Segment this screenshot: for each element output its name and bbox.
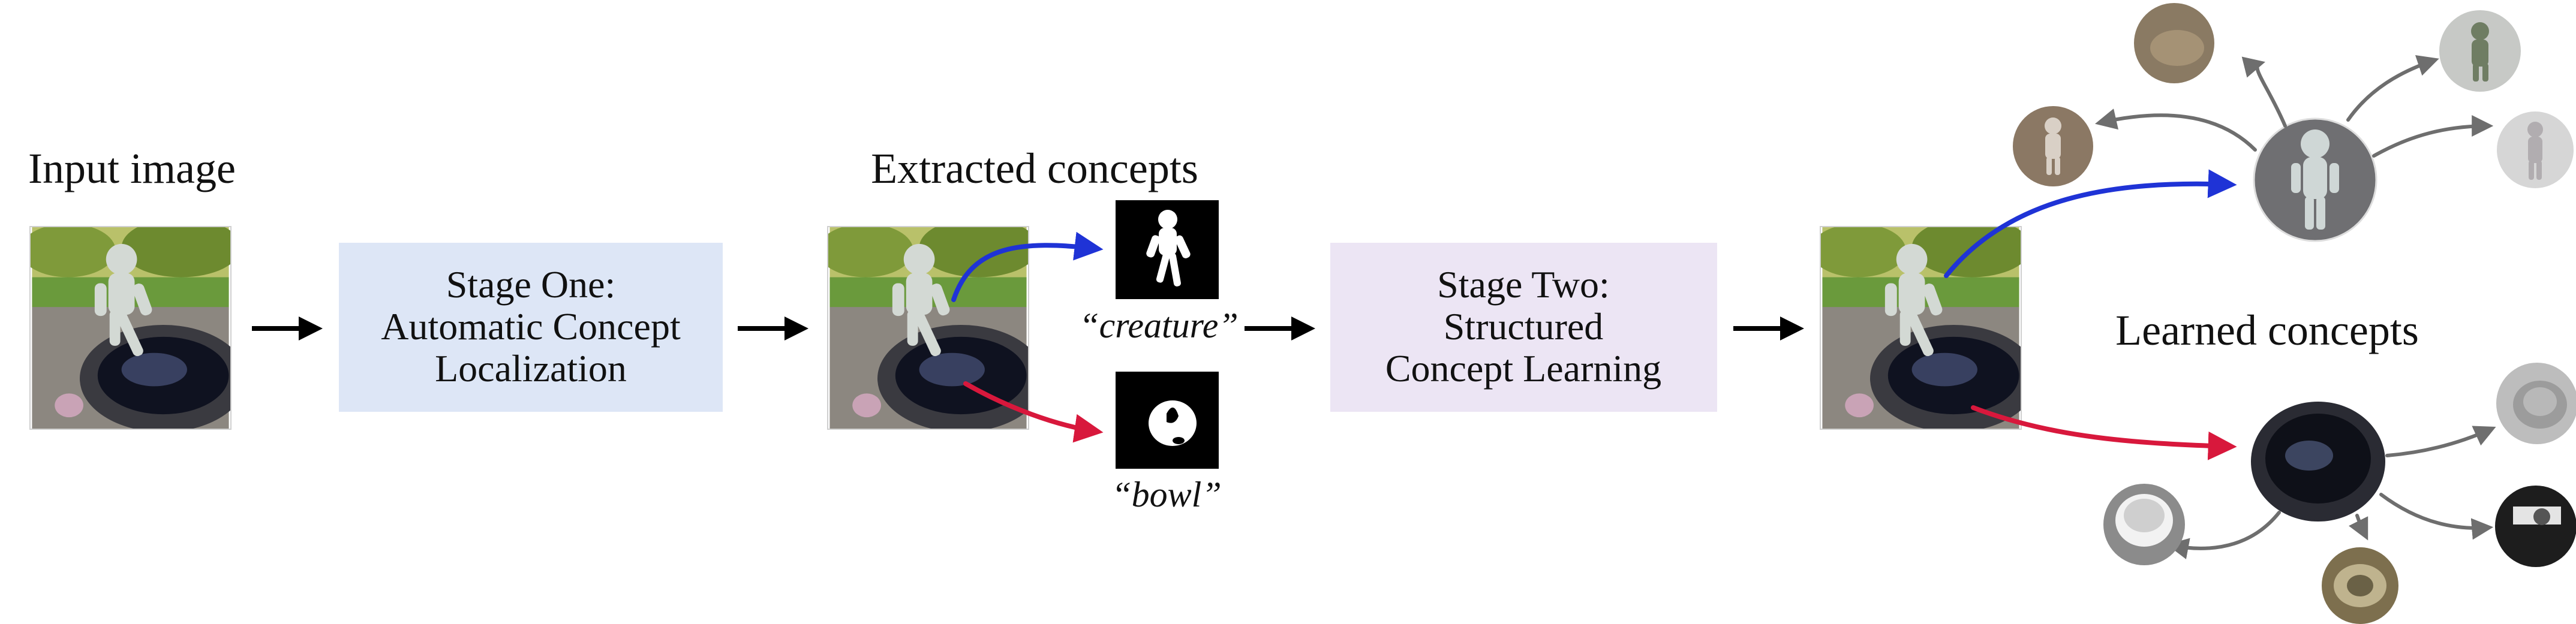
- branch-arrow-bowl-4: [2166, 511, 2281, 559]
- output-photo: [1820, 226, 2022, 430]
- input-photo: [29, 226, 232, 430]
- creature-silhouette-icon: [1146, 210, 1191, 287]
- branch-arrow-creature-1: [2094, 108, 2257, 152]
- stage-one-line1: Stage One:: [446, 263, 616, 306]
- bowl-variation-2: [2495, 486, 2576, 567]
- creature-variation-1: [2013, 106, 2093, 186]
- branch-arrow-creature-2: [2241, 56, 2287, 128]
- branch-arrow-bowl-1: [2385, 426, 2496, 457]
- bowl-variation-1: [2496, 363, 2576, 444]
- bowl-silhouette-icon: [1149, 400, 1197, 446]
- stage-one-box-bg: [339, 243, 723, 412]
- stage-one-line3: Localization: [435, 347, 627, 390]
- stage-two-line1: Stage Two:: [1437, 263, 1610, 306]
- bowl-variation-4: [2103, 484, 2185, 565]
- stage-one-box: Stage One: Automatic Concept Localizatio…: [339, 243, 723, 412]
- creature-variation-3: [2439, 10, 2521, 92]
- bowl-variation-3: [2322, 547, 2398, 624]
- extracted-photo: [827, 226, 1029, 430]
- creature-variation-2: [2134, 3, 2214, 83]
- extracted-concepts-title: Extracted concepts: [871, 144, 1198, 192]
- branch-arrow-bowl-3: [2349, 514, 2368, 541]
- branch-arrow-creature-4: [2372, 115, 2494, 158]
- stage-two-box: Stage Two: Structured Concept Learning: [1330, 243, 1717, 412]
- creature-arrow-extracted: [951, 231, 1104, 302]
- creature-arrow-learned: [1944, 169, 2237, 278]
- creature-mask: [1116, 200, 1219, 299]
- stage-two-box-bg: [1330, 243, 1717, 412]
- creature-label: “creature”: [1079, 306, 1239, 345]
- bowl-arrow-extracted: [963, 381, 1104, 443]
- stage-one-line2: Automatic Concept: [381, 305, 681, 348]
- creature-variation-4: [2497, 111, 2574, 188]
- bowl-label: “bowl”: [1111, 475, 1221, 514]
- learned-creature-concept: [2253, 117, 2377, 242]
- bowl-mask: [1116, 372, 1219, 469]
- learned-bowl-concept: [2251, 402, 2385, 521]
- stage-two-line3: Concept Learning: [1385, 347, 1661, 390]
- bowl-arrow-learned: [1971, 405, 2237, 460]
- input-image-title: Input image: [28, 144, 236, 192]
- branch-arrow-creature-3: [2346, 55, 2439, 122]
- branch-arrow-bowl-2: [2379, 493, 2494, 540]
- learned-concepts-title: Learned concepts: [2115, 306, 2419, 354]
- stage-two-line2: Structured: [1444, 305, 1604, 348]
